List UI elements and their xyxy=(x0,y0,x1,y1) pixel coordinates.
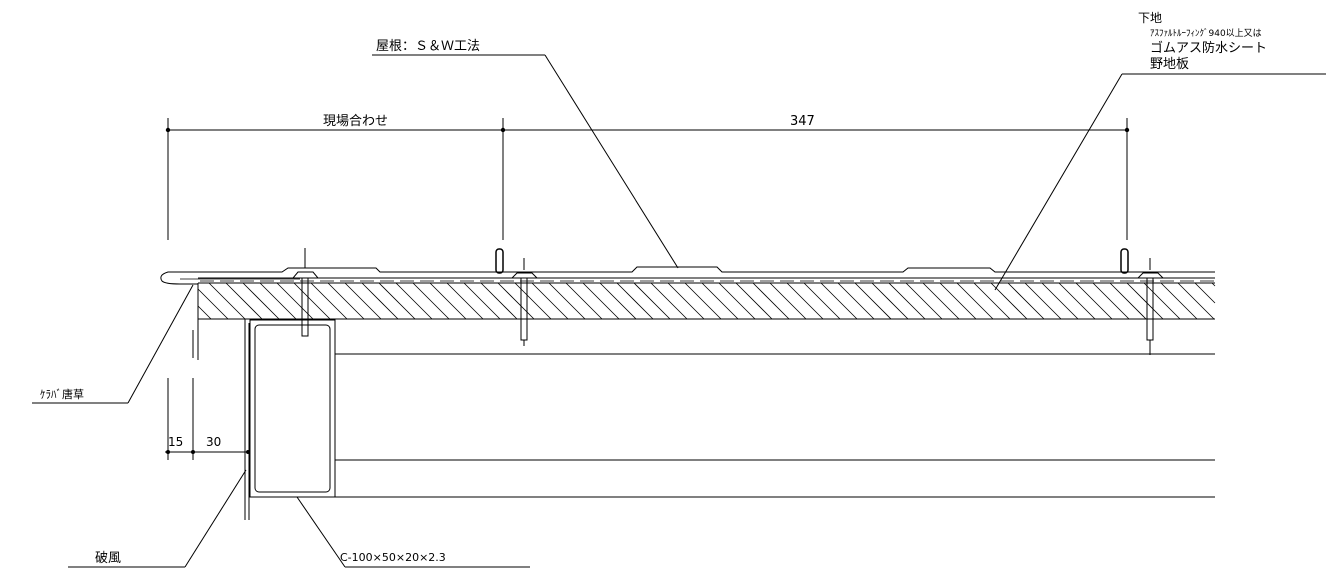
hatch-line xyxy=(871,282,909,320)
hatch-line xyxy=(412,282,450,320)
hatch-line xyxy=(973,282,1011,320)
hatch-line xyxy=(599,282,637,320)
underlay-line3: 野地板 xyxy=(1150,57,1189,72)
fascia-board xyxy=(192,318,250,520)
hatch-line xyxy=(242,282,280,320)
hatch-line xyxy=(225,282,263,320)
hatch-line xyxy=(548,282,586,320)
hatch-line xyxy=(837,282,875,320)
hatch-line xyxy=(633,282,671,320)
hatch-line xyxy=(197,288,229,320)
hatch-line xyxy=(1143,282,1181,320)
hatch-line xyxy=(1024,282,1062,320)
keraba-label: ｹﾗﾊﾞ唐草 xyxy=(40,387,84,401)
hatch-line xyxy=(1041,282,1079,320)
hatch-line xyxy=(327,282,365,320)
hatch-line xyxy=(905,282,943,320)
channel-callout: C-100×50×20×2.3 xyxy=(296,496,530,568)
hatch-line xyxy=(650,282,688,320)
hatch-line xyxy=(1194,282,1216,304)
channel-label: C-100×50×20×2.3 xyxy=(340,551,446,564)
steel-channel xyxy=(249,319,336,498)
hatch-line xyxy=(939,282,977,320)
underlay-title: 下地 xyxy=(1138,11,1162,25)
hatch-line xyxy=(752,282,790,320)
hatch-line xyxy=(956,282,994,320)
hatch-line xyxy=(990,282,1028,320)
hatch-line xyxy=(786,282,824,320)
screw xyxy=(510,258,539,346)
roof-callout: 屋根：Ｓ＆Ｗ工法 xyxy=(372,39,679,269)
hatch-line xyxy=(429,282,467,320)
hatch-line xyxy=(361,282,399,320)
hatch-line xyxy=(514,282,552,320)
hafu-label: 破風 xyxy=(95,551,121,566)
clip-marker xyxy=(495,248,504,274)
hatch-line xyxy=(1211,282,1216,287)
hatch-line xyxy=(854,282,892,320)
hatch-line xyxy=(531,282,569,320)
hatch-line xyxy=(820,282,858,320)
small-dimensions: 15 30 xyxy=(165,378,250,460)
screws xyxy=(291,248,1165,355)
clip-marker xyxy=(1120,248,1129,274)
hatch-line xyxy=(1160,282,1198,320)
screw xyxy=(291,248,320,337)
hatch-line xyxy=(616,282,654,320)
hatch-line xyxy=(276,282,314,320)
hatch-line xyxy=(701,282,739,320)
hatch-line xyxy=(888,282,926,320)
hatch-pattern xyxy=(197,282,1216,320)
hatch-line xyxy=(1007,282,1045,320)
hatch-line xyxy=(582,282,620,320)
hatch-line xyxy=(769,282,807,320)
top-dimension: 現場合わせ 347 xyxy=(165,114,1130,240)
hatch-line xyxy=(463,282,501,320)
hatch-line xyxy=(344,282,382,320)
hatch-line xyxy=(208,282,246,320)
hatch-line xyxy=(667,282,705,320)
purlin-lines xyxy=(334,319,1215,498)
hatch-line xyxy=(1075,282,1113,320)
hatch-line xyxy=(565,282,603,320)
hatch-line xyxy=(803,282,841,320)
dimension-30: 30 xyxy=(206,435,221,449)
underlay-line1: ｱｽﾌｧﾙﾄﾙｰﾌｨﾝｸﾞ940以上又は xyxy=(1150,28,1262,39)
hafu-callout: 破風 xyxy=(68,469,247,568)
hatch-line xyxy=(310,282,348,320)
roof-label: 屋根：Ｓ＆Ｗ工法 xyxy=(376,39,480,54)
hatch-line xyxy=(378,282,416,320)
hatch-line xyxy=(1109,282,1147,320)
sheathing-board xyxy=(197,282,1216,320)
hatch-line xyxy=(922,282,960,320)
keraba-callout: ｹﾗﾊﾞ唐草 xyxy=(32,284,194,404)
hatch-line xyxy=(735,282,773,320)
hatch-line xyxy=(497,282,535,320)
hatch-line xyxy=(293,282,331,320)
hatch-line xyxy=(718,282,756,320)
hatch-line xyxy=(259,282,297,320)
roof-sheet xyxy=(160,266,1215,285)
dimension-span: 347 xyxy=(790,114,815,129)
hatch-line xyxy=(1126,282,1164,320)
dimension-site-fit: 現場合わせ xyxy=(323,114,388,129)
dimension-15: 15 xyxy=(168,435,183,449)
underlay-line2: ゴムアス防水シート xyxy=(1150,40,1267,56)
hatch-line xyxy=(1177,282,1215,320)
hatch-line xyxy=(1058,282,1096,320)
hatch-line xyxy=(197,305,212,320)
screw xyxy=(1136,258,1165,355)
hatch-line xyxy=(480,282,518,320)
hatch-line xyxy=(395,282,433,320)
hatch-line xyxy=(684,282,722,320)
hatch-line xyxy=(446,282,484,320)
underlay-callout: 下地 ｱｽﾌｧﾙﾄﾙｰﾌｨﾝｸﾞ940以上又は ゴムアス防水シート 野地板 xyxy=(994,11,1326,291)
hatch-line xyxy=(1092,282,1130,320)
